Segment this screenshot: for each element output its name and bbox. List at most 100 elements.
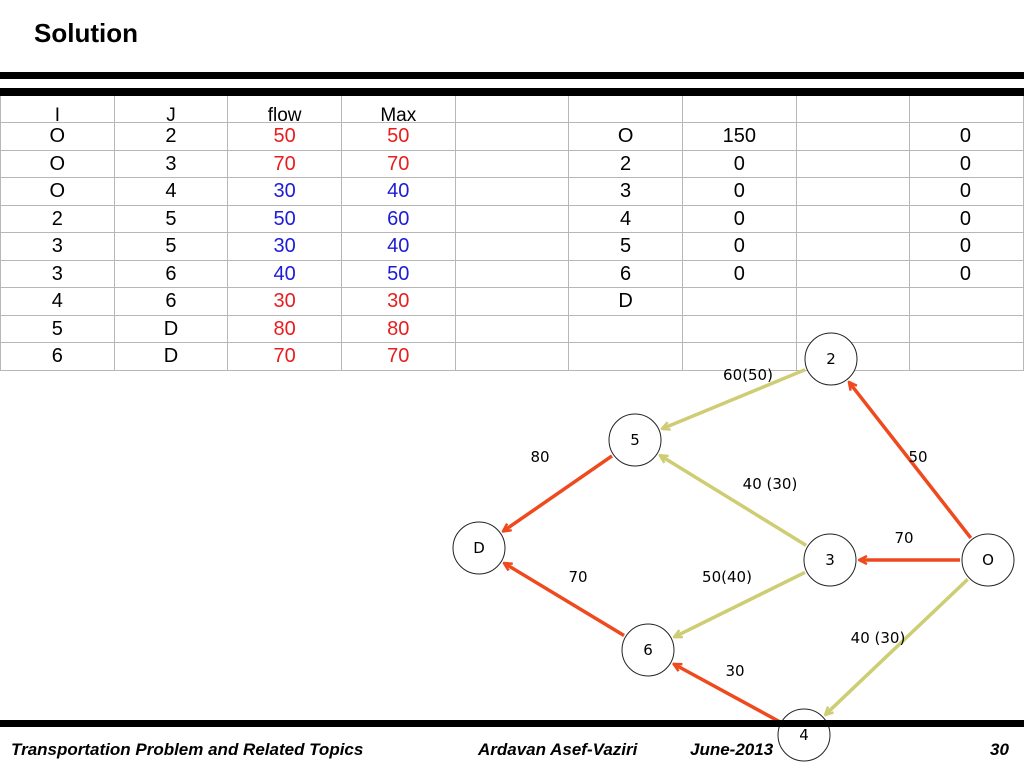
arc-4-6 [674,664,781,724]
cell-flow: 50 [227,122,342,151]
header-cell-max: Max [340,88,456,123]
cell-b: 0 [681,149,797,178]
cell-j: D [113,342,229,371]
arc-label-2-5: 60(50) [723,366,773,384]
cell-j: 3 [113,149,229,178]
node-3 [803,533,857,587]
footer-course: Transportation Problem and Related Topic… [11,740,364,759]
header-cell-j: J [113,88,229,123]
cell-flow: 50 [227,204,342,233]
cell-c [795,287,911,316]
cell-c [795,149,911,178]
arc-label-O-3: 70 [894,529,913,547]
cell-flow: 80 [227,314,342,343]
cell-i: 2 [0,204,115,233]
arc-O-4 [826,578,969,714]
cell-b: 150 [681,122,797,151]
cell-node: O [568,122,683,151]
node-label-4: 4 [799,726,809,744]
node-5 [608,413,662,467]
cell-max: 50 [340,122,456,151]
header-cell-7 [681,88,797,123]
header-cell-8 [795,88,911,123]
empty-cell [454,287,570,316]
empty-cell [454,177,570,206]
node-2 [804,332,858,386]
arc-3-5 [661,456,808,547]
cell-max: 40 [340,232,456,261]
cell-d: 0 [909,149,1024,178]
cell-max: 50 [340,259,456,288]
arc-label-3-6: 50(40) [702,568,752,586]
cell-d [909,342,1024,371]
cell-max: 30 [340,287,456,316]
cell-b: 0 [681,204,797,233]
arc-label-O-4: 40 (30) [851,629,906,647]
cell-max: 70 [340,149,456,178]
arc-5-D [504,454,613,531]
cell-flow: 30 [227,177,342,206]
node-D [452,521,506,575]
node-O [961,533,1015,587]
cell-d: 0 [909,122,1024,151]
cell-node: 4 [568,204,683,233]
arc-label-6-D: 70 [568,568,587,586]
cell-node: 2 [568,149,683,178]
table-header-row: I J flow Max [0,88,1024,123]
header-cell-6 [568,88,683,123]
node-label-D: D [473,539,485,557]
arc-label-3-5: 40 (30) [743,475,798,493]
cell-b: 0 [681,177,797,206]
cell-i: 6 [0,342,115,371]
node-6 [621,623,675,677]
cell-j: 6 [113,259,229,288]
cell-b [681,342,797,371]
header-cell-9 [909,88,1024,123]
arc-label-4-6: 30 [725,662,744,680]
node-label-3: 3 [825,551,835,569]
cell-i: O [0,177,115,206]
node-label-6: 6 [643,641,653,659]
cell-j: 5 [113,204,229,233]
top-divider [0,72,1024,79]
empty-cell [454,204,570,233]
cell-d: 0 [909,204,1024,233]
cell-flow: 70 [227,149,342,178]
bottom-divider [0,720,1024,727]
cell-node [568,342,683,371]
slide-title: Solution [34,18,138,48]
header-cell-i: I [0,88,115,123]
arc-label-5-D: 80 [530,448,549,466]
arc-3-6 [675,570,806,636]
cell-i: 5 [0,314,115,343]
empty-cell [454,149,570,178]
cell-j: 2 [113,122,229,151]
node-label-5: 5 [630,431,640,449]
cell-b [681,287,797,316]
arc-O-2 [849,383,973,540]
cell-c [795,259,911,288]
node-label-2: 2 [826,350,836,368]
cell-j: 4 [113,177,229,206]
cell-max: 60 [340,204,456,233]
cell-max: 40 [340,177,456,206]
cell-i: 3 [0,232,115,261]
empty-cell [454,122,570,151]
cell-c [795,122,911,151]
header-cell-5 [454,88,570,123]
arc-label-O-2: 50 [908,448,927,466]
cell-flow: 40 [227,259,342,288]
cell-c [795,177,911,206]
cell-node: 5 [568,232,683,261]
cell-max: 70 [340,342,456,371]
arc-6-D [505,564,625,638]
cell-d: 0 [909,177,1024,206]
